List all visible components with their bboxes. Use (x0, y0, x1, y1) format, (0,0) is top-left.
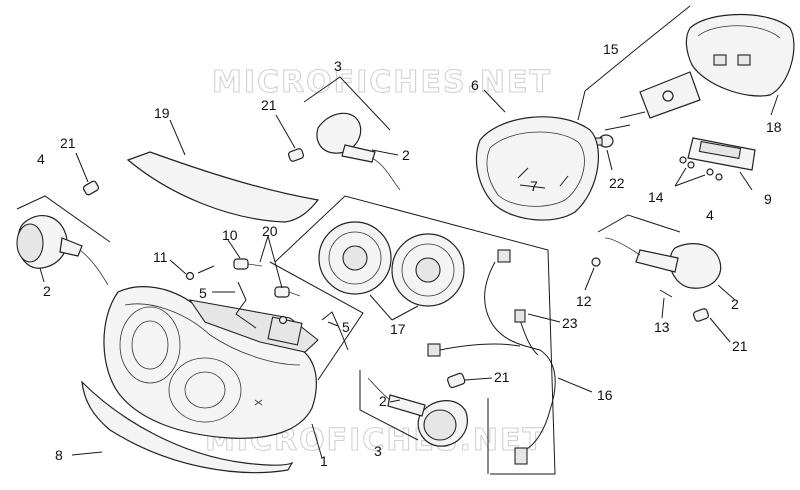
turn-signal-left (16, 214, 109, 286)
callout-6: 6 (471, 77, 479, 93)
callout-14: 14 (648, 189, 664, 205)
bracket-4-right (597, 214, 681, 233)
washer-11 (185, 271, 195, 281)
callout-5-right: 5 (342, 319, 350, 335)
wiring-harness (427, 249, 556, 465)
bulb-21-left (82, 180, 100, 196)
callout-3-bottom: 3 (374, 443, 382, 459)
callout-21-bottom: 21 (494, 369, 510, 385)
callout-1: 1 (320, 453, 328, 469)
callout-11: 11 (153, 249, 168, 265)
spring-5-left (235, 281, 257, 329)
windscreen-strip (126, 151, 320, 223)
tail-light (604, 14, 795, 131)
headlight-assembly (103, 286, 319, 439)
callout-20: 20 (262, 223, 278, 239)
callout-7: 7 (530, 178, 538, 194)
watermark-top: MICROFICHES.NET (212, 65, 552, 100)
turn-signal-top (316, 112, 401, 191)
reflector-left (318, 221, 392, 295)
callout-4-right: 4 (706, 207, 714, 223)
bulb-20-b (274, 286, 301, 298)
bulb-21-right (692, 308, 710, 322)
callout-13: 13 (654, 319, 670, 335)
bulb-21-top (287, 148, 305, 162)
callout-3-top: 3 (334, 58, 342, 74)
bracket-harness (274, 195, 556, 475)
callout-12: 12 (576, 293, 592, 309)
callout-2-right: 2 (731, 296, 739, 312)
callout-18: 18 (766, 119, 782, 135)
callout-5-left: 5 (199, 285, 207, 301)
screw-small (278, 315, 288, 325)
callout-10: 10 (222, 227, 238, 243)
callout-2-left: 2 (43, 283, 51, 299)
callout-22: 22 (609, 175, 625, 191)
callout-15: 15 (603, 41, 619, 57)
bracket-15 (577, 5, 691, 121)
spring-5-right (321, 311, 349, 351)
instrument-housing (475, 116, 599, 221)
bracket-4-left (16, 195, 111, 243)
callout-21-right: 21 (732, 338, 748, 354)
lower-trim-strip (81, 380, 294, 474)
bracket-headlight (269, 261, 364, 381)
callout-9: 9 (764, 191, 772, 207)
callout-2-bottom: 2 (379, 393, 387, 409)
reflector-right (391, 233, 465, 307)
callout-23: 23 (562, 315, 578, 331)
callout-8: 8 (55, 447, 63, 463)
callout-21-left: 21 (60, 135, 76, 151)
callout-2-top: 2 (402, 147, 410, 163)
screw-10 (197, 265, 215, 274)
license-light (679, 137, 756, 181)
callout-16: 16 (597, 387, 613, 403)
callout-4-left: 4 (37, 151, 45, 167)
callout-17: 17 (390, 321, 406, 337)
bulb-20-a (233, 258, 263, 270)
bulb-21-bottom (447, 372, 466, 389)
turn-signal-bottom (367, 377, 468, 447)
turn-signal-right (591, 237, 722, 298)
bracket-3-bottom (359, 370, 419, 441)
callout-21-top: 21 (261, 97, 277, 113)
callout-19: 19 (154, 105, 170, 121)
bracket-3-top (303, 76, 391, 131)
